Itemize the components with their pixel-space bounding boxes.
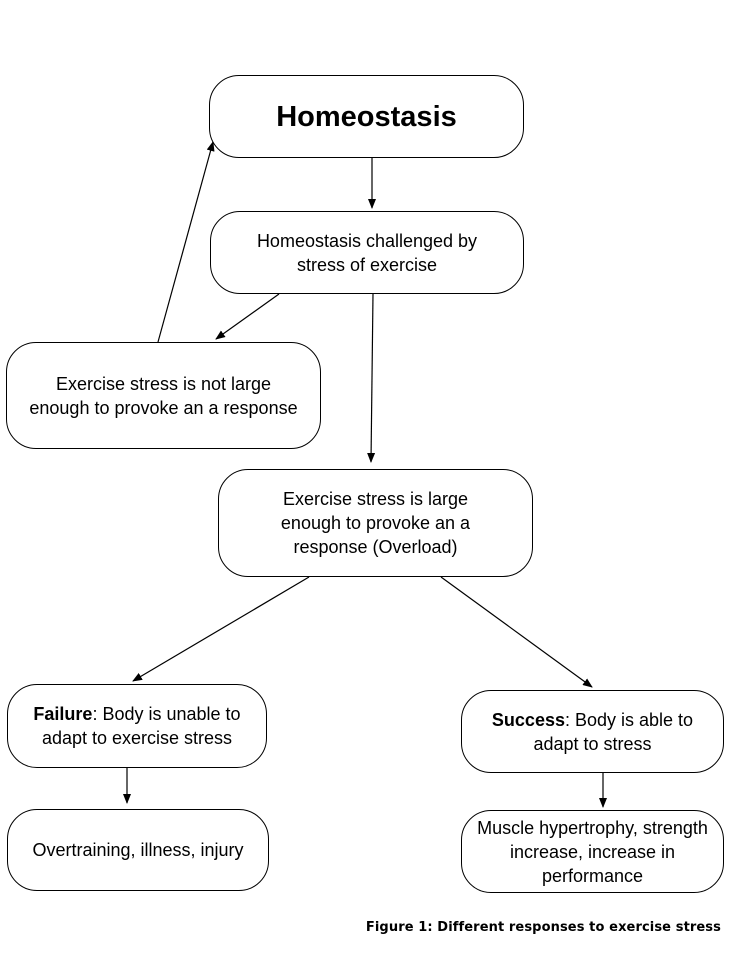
node-failure-outcome-label: Overtraining, illness, injury — [32, 840, 244, 860]
node-success-content: Success: Body is able to adapt to stress — [474, 708, 711, 756]
arrow-challenged-to-not-large — [215, 293, 280, 340]
node-success-outcome: Muscle hypertrophy, strength increase, i… — [461, 810, 724, 893]
node-success: Success: Body is able to adapt to stress — [461, 690, 724, 773]
node-homeostasis-challenged-label: Homeostasis challenged by stress of exer… — [256, 230, 478, 275]
node-success-text: : Body is able to adapt to stress — [533, 709, 694, 754]
node-homeostasis-challenged: Homeostasis challenged by stress of exer… — [210, 211, 524, 294]
node-stress-not-large-label: Exercise stress is not large enough to p… — [29, 373, 298, 418]
arrow-large-to-failure — [132, 576, 310, 682]
node-success-outcome-label: Muscle hypertrophy, strength increase, i… — [477, 817, 708, 886]
figure-caption: Figure 1: Different responses to exercis… — [365, 920, 721, 935]
node-stress-large-label: Exercise stress is large enough to provo… — [280, 489, 471, 557]
node-stress-not-large: Exercise stress is not large enough to p… — [6, 342, 321, 449]
node-homeostasis-label: Homeostasis — [276, 100, 457, 133]
node-failure: Failure: Body is unable to adapt to exer… — [7, 684, 267, 768]
node-success-label: Success — [491, 709, 565, 730]
arrow-not-large-to-homeostasis — [157, 141, 215, 343]
node-stress-large: Exercise stress is large enough to provo… — [218, 469, 533, 577]
arrow-large-to-success — [440, 576, 593, 688]
node-failure-content: Failure: Body is unable to adapt to exer… — [14, 702, 260, 750]
node-failure-text: : Body is unable to adapt to exercise st… — [41, 704, 241, 748]
node-failure-outcome: Overtraining, illness, injury — [7, 809, 269, 891]
node-failure-label: Failure — [33, 704, 93, 724]
node-homeostasis: Homeostasis — [209, 75, 524, 158]
arrow-challenged-to-large — [367, 293, 376, 463]
